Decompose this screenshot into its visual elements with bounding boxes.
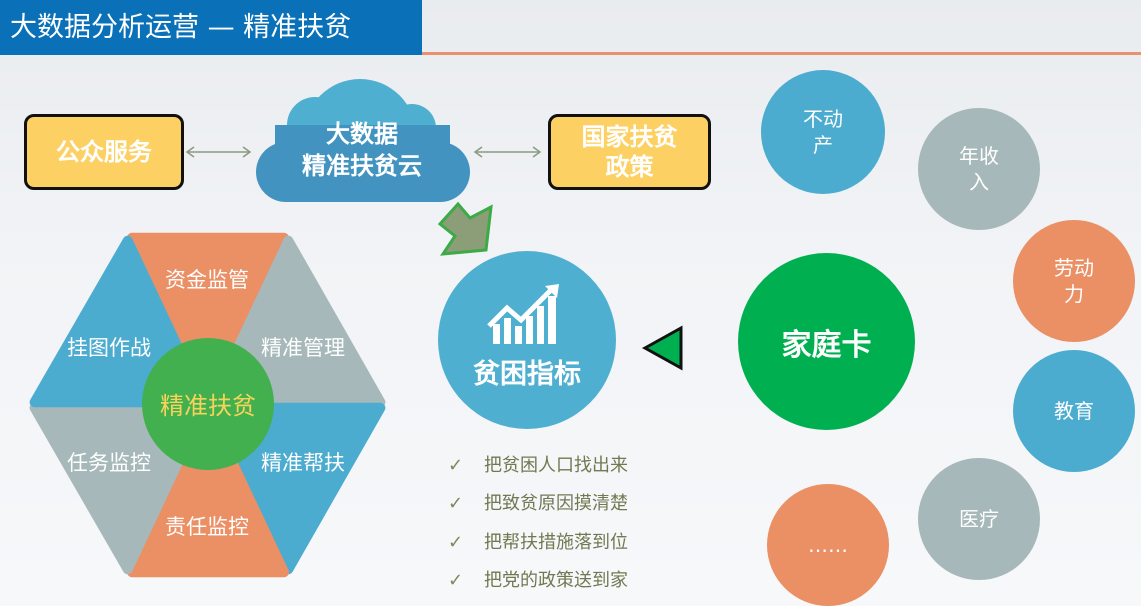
segment-assistance: 精准帮扶 xyxy=(261,451,345,475)
hexagon-center-label: 精准扶贫 xyxy=(160,392,256,420)
slide-title: 大数据分析运营 — 精准扶贫 xyxy=(0,0,422,55)
public-service-box: 公众服务 xyxy=(24,114,184,190)
poverty-indicator-label: 贫困指标 xyxy=(473,358,581,390)
factor-line: 力 xyxy=(1064,282,1084,306)
policy-line-2: 政策 xyxy=(605,153,654,181)
factor-education: 教育 xyxy=(1013,350,1135,472)
segment-tasks: 任务监控 xyxy=(67,451,151,475)
checklist-item: ✓ 把致贫原因摸清楚 xyxy=(448,489,628,515)
check-icon: ✓ xyxy=(448,493,464,514)
hexagon-center-circle xyxy=(142,338,274,470)
big-data-cloud: 大数据 精准扶贫云 xyxy=(262,118,462,182)
checklist-text: 把贫困人口找出来 xyxy=(484,455,628,476)
double-arrow-left xyxy=(185,146,252,158)
factor-line: 医疗 xyxy=(959,507,999,531)
factor-line: 产 xyxy=(813,133,833,157)
policy-line-1: 国家扶贫 xyxy=(581,123,678,151)
segment-responsibility: 责任监控 xyxy=(165,515,249,539)
factor-line: 不动 xyxy=(803,107,843,131)
cloud-line-2: 精准扶贫云 xyxy=(302,152,422,180)
family-card-circle: 家庭卡 xyxy=(738,253,915,430)
double-arrow-right xyxy=(473,146,542,158)
tri-funds xyxy=(127,232,289,405)
checklist-text: 把党的政策送到家 xyxy=(484,570,628,591)
segment-funds: 资金监管 xyxy=(165,268,249,292)
hexagon-diagram: 精准扶贫 资金监管 精准管理 精准帮扶 责任监控 任务监控 挂图作战 xyxy=(29,232,386,578)
check-icon: ✓ xyxy=(448,570,464,591)
bar-chart-rising-icon xyxy=(487,283,559,344)
segment-management: 精准管理 xyxy=(261,336,345,360)
checklist-text: 把帮扶措施落到位 xyxy=(484,532,628,553)
check-icon: ✓ xyxy=(448,532,464,553)
factor-income: 年收入 xyxy=(918,108,1040,230)
tri-responsibility xyxy=(127,405,289,578)
title-divider xyxy=(422,52,1141,55)
poverty-indicator-circle: 贫困指标 xyxy=(438,251,616,429)
factor-medical: 医疗 xyxy=(918,458,1040,580)
cloud-line-1: 大数据 xyxy=(326,120,398,148)
factor-line: 教育 xyxy=(1054,399,1094,423)
factor-line: 入 xyxy=(969,170,989,194)
factor-real-estate: 不动产 xyxy=(761,70,885,194)
checklist-item: ✓ 把贫困人口找出来 xyxy=(448,451,628,477)
down-arrow-icon xyxy=(437,201,493,256)
checklist-item: ✓ 把党的政策送到家 xyxy=(448,566,628,592)
check-icon: ✓ xyxy=(448,455,464,476)
factor-labor: 劳动力 xyxy=(1013,220,1135,342)
checklist-text: 把致贫原因摸清楚 xyxy=(484,493,628,514)
factor-line: …… xyxy=(808,533,848,557)
left-arrow-icon xyxy=(641,325,683,371)
segment-map: 挂图作战 xyxy=(67,336,151,360)
cloud-shape xyxy=(256,79,470,202)
factor-line: 年收 xyxy=(959,144,999,168)
checklist-item: ✓ 把帮扶措施落到位 xyxy=(448,528,628,554)
factor-line: 劳动 xyxy=(1054,256,1094,280)
national-policy-box: 国家扶贫 政策 xyxy=(548,114,711,190)
factor-more: …… xyxy=(767,484,889,606)
